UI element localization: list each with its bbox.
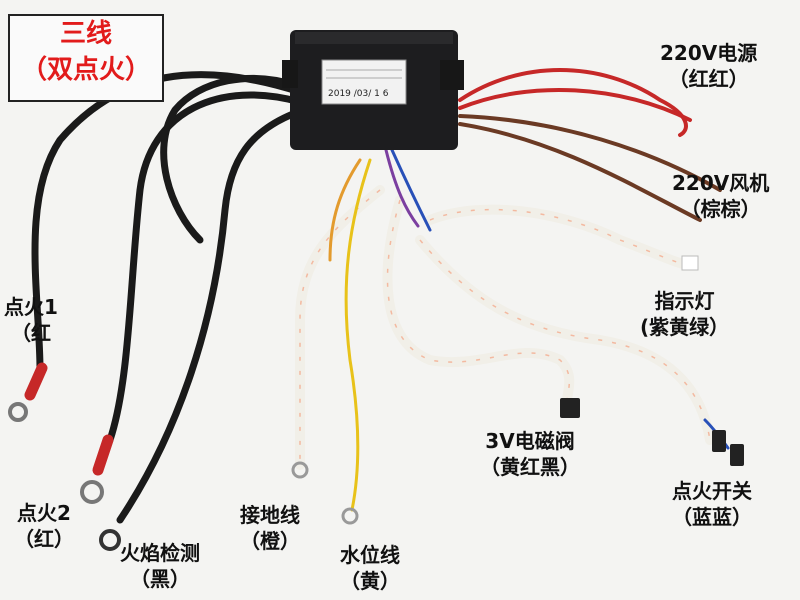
fan-wire-1 — [458, 114, 722, 192]
fan-wire-2 — [458, 122, 702, 222]
ground-orange-wire — [328, 158, 362, 262]
label-ground: 接地线 （橙） — [240, 502, 300, 554]
thin-wires — [328, 148, 730, 512]
label-ign2-name: 点火2 — [17, 501, 71, 525]
label-water-name: 水位线 — [340, 543, 400, 567]
valve-connector — [560, 398, 580, 418]
label-water: 水位线 （黄） — [340, 542, 400, 594]
label-flame: 火焰检测 （黑） — [120, 540, 200, 592]
ignition-2-sleeve — [92, 434, 114, 476]
ignition-sleeves — [24, 362, 114, 476]
label-valve-name: 3V电磁阀 — [485, 429, 575, 453]
box-label — [321, 59, 407, 105]
flame-terminal — [99, 529, 121, 551]
black-wires — [31, 71, 304, 524]
label-ign1-color: （红 — [10, 321, 51, 345]
label-switch: 点火开关 （蓝蓝） — [672, 478, 752, 530]
white-wire-striping — [299, 189, 711, 465]
label-fan: 220V风机 （棕棕） — [672, 170, 769, 222]
power-wire-1 — [458, 68, 688, 137]
flame-detect-wire — [116, 108, 302, 524]
valve-loop — [382, 195, 575, 415]
title-badge: 三线 （双点火） — [8, 14, 164, 102]
ignition-1-terminal — [8, 402, 28, 422]
label-power-name: 220V电源 — [660, 41, 758, 65]
ignition-1-sleeve — [24, 362, 48, 401]
label-fan-name: 220V风机 — [672, 171, 770, 195]
label-ign2: 点火2 （红） — [14, 500, 74, 552]
power-wire-2 — [458, 87, 692, 122]
extra-black-wire — [160, 74, 302, 244]
ignition-2-terminal — [80, 480, 104, 504]
ring-terminals — [8, 402, 121, 551]
power-fan-wires — [458, 68, 722, 222]
indicator-connector — [681, 255, 699, 271]
switch-connector-1 — [712, 430, 726, 452]
water-terminal — [341, 507, 359, 525]
label-ign1-name: 点火1 — [4, 295, 58, 319]
ignition-2-wire — [106, 91, 304, 444]
ignition-1-wire — [31, 71, 304, 374]
controller-box: 2019 /03/ 1 6 — [282, 30, 464, 150]
label-ground-color: （橙） — [240, 529, 300, 553]
label-flame-name: 火焰检测 — [120, 541, 200, 565]
label-water-color: （黄） — [340, 569, 400, 593]
title-badge-line1: 三线 — [59, 19, 112, 49]
label-ground-name: 接地线 — [240, 503, 300, 527]
ground-terminal — [291, 461, 309, 479]
label-valve: 3V电磁阀 （黄红黑） — [480, 428, 580, 480]
label-ign1: 点火1 （红 — [4, 294, 58, 346]
label-ign2-color: （红） — [14, 527, 74, 551]
label-switch-color: （蓝蓝） — [672, 505, 752, 529]
label-valve-color: （黄红黑） — [480, 455, 580, 479]
title-badge-line2: （双点火） — [20, 55, 151, 85]
water-wire — [344, 158, 372, 512]
indicator-purple-wire — [384, 148, 420, 228]
label-indicator-name: 指示灯 — [654, 289, 715, 313]
label-flame-color: （黑） — [130, 567, 190, 591]
switch-connector-2 — [730, 444, 744, 466]
label-indicator: 指示灯 (紫黄绿） — [640, 288, 729, 340]
label-power: 220V电源 （红红） — [660, 40, 757, 92]
label-fan-color: （棕棕） — [680, 197, 761, 221]
label-power-color: （红红） — [668, 67, 749, 91]
label-switch-name: 点火开关 — [672, 479, 752, 503]
label-indicator-color: (紫黄绿） — [640, 315, 730, 339]
switch-blue-wire — [390, 148, 432, 232]
box-label-date: 2019 /03/ 1 6 — [328, 89, 389, 99]
